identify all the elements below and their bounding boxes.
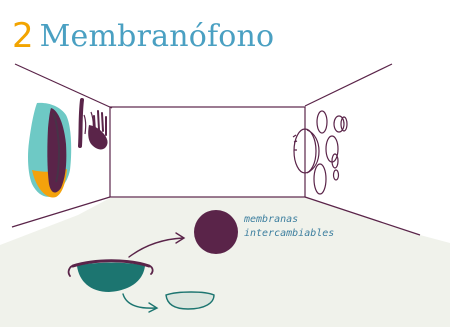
ceiling-right-line [305, 64, 392, 106]
ceiling-left-line [15, 64, 112, 108]
back-wall-rectangle [110, 107, 305, 197]
annotation-line-1: membranas [244, 213, 334, 227]
wall-drums-icon [293, 111, 347, 194]
drum-side-icon [28, 103, 71, 198]
hand-icon [80, 100, 108, 149]
annotation-text: membranas intercambiables [244, 213, 334, 241]
annotation-line-2: intercambiables [244, 227, 334, 241]
membrane-disc-icon [194, 210, 238, 254]
